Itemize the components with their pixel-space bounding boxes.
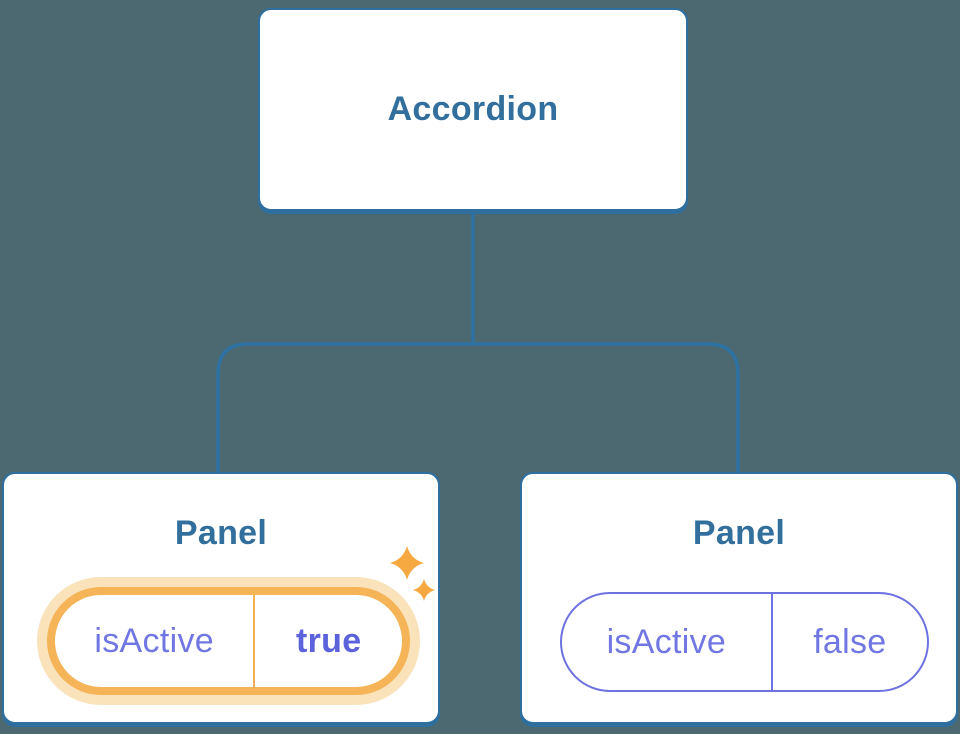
sparkles-icon (390, 546, 435, 601)
panel-node-active: Panel isActive true (2, 472, 440, 724)
panel-node-label: Panel (692, 514, 786, 552)
sparkle-large (390, 546, 424, 580)
panel-node-label: Panel (174, 514, 268, 552)
sparkle-small (413, 579, 435, 601)
state-value-label: false (770, 594, 927, 690)
accordion-node: Accordion (258, 8, 688, 211)
connector-branch (216, 342, 740, 472)
panel-node-inactive: Panel isActive false (520, 472, 958, 724)
state-value-label: true (253, 595, 402, 687)
state-pill-inactive: isActive false (560, 592, 929, 692)
state-pill-active: isActive true (47, 587, 410, 695)
state-key-label: isActive (94, 621, 214, 660)
state-key-label: isActive (606, 622, 727, 661)
accordion-node-label: Accordion (387, 90, 559, 128)
